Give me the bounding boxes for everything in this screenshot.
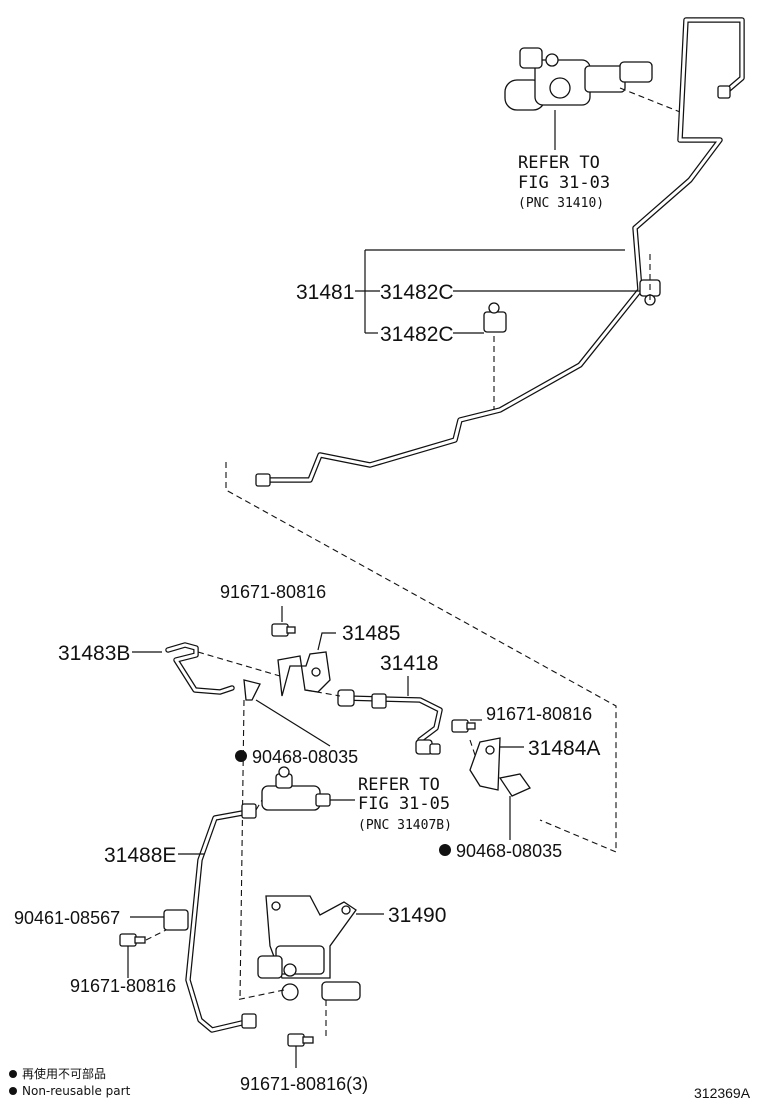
refer-fig-31-03: REFER TO FIG 31-03 (PNC 31410) xyxy=(518,153,610,211)
refer-line-2[interactable]: FIG 31-03 xyxy=(518,173,610,193)
label-91671-d[interactable]: 91671-80816(3) xyxy=(240,1074,368,1094)
bolt-91671-a xyxy=(271,623,296,637)
legend: 再使用不可部品 Non-reusable part xyxy=(9,1066,131,1098)
label-91671-b[interactable]: 91671-80816 xyxy=(486,704,592,724)
clip-90468-b xyxy=(498,773,531,797)
refer2-line-3: (PNC 31407B) xyxy=(358,818,452,833)
label-31485[interactable]: 31485 xyxy=(342,622,400,645)
label-90461[interactable]: 90461-08567 xyxy=(14,908,120,928)
label-31488e[interactable]: 31488E xyxy=(104,844,176,867)
label-31490[interactable]: 31490 xyxy=(388,904,446,927)
bolt-91671-c xyxy=(119,933,146,947)
refer2-line-1[interactable]: REFER TO xyxy=(358,775,440,795)
bolt-91671-b xyxy=(451,719,476,733)
master-cylinder xyxy=(504,47,653,111)
bracket-31484a xyxy=(469,737,501,791)
legend-jp: 再使用不可部品 xyxy=(22,1066,106,1081)
label-90468-b[interactable]: 90468-08035 xyxy=(456,841,562,861)
refer-line-3: (PNC 31410) xyxy=(518,196,604,211)
figure-code: 312369A xyxy=(694,1085,751,1101)
flexible-hose-31418 xyxy=(337,689,443,755)
label-31483b[interactable]: 31483B xyxy=(58,642,130,665)
label-31482c-lower[interactable]: 31482C xyxy=(380,323,454,346)
label-91671-c[interactable]: 91671-80816 xyxy=(70,976,176,996)
brake-tube-31488e xyxy=(185,803,257,1033)
brake-tube-31481 xyxy=(255,17,745,487)
refer-line-1[interactable]: REFER TO xyxy=(518,153,600,173)
legend-en: Non-reusable part xyxy=(22,1084,131,1098)
label-31418[interactable]: 31418 xyxy=(380,652,438,675)
bracket-31485 xyxy=(277,651,331,697)
label-91671-a[interactable]: 91671-80816 xyxy=(220,582,326,602)
bolt-91671-d xyxy=(287,1033,314,1047)
label-31484a[interactable]: 31484A xyxy=(528,737,600,760)
brake-hose-31483b xyxy=(165,642,235,695)
refer-fig-31-05: REFER TO FIG 31-05 (PNC 31407B) xyxy=(358,775,452,833)
clamp-31482c-lower xyxy=(483,302,507,333)
clamp-90461 xyxy=(163,909,189,931)
clip-90468-a xyxy=(243,679,261,701)
load-sensing-valve-31490 xyxy=(257,895,361,1001)
label-31481[interactable]: 31481 xyxy=(296,281,354,304)
clamp-31482c-upper xyxy=(639,279,661,306)
refer2-line-2[interactable]: FIG 31-05 xyxy=(358,794,450,814)
proportioning-valve xyxy=(261,766,331,811)
label-31482c-upper[interactable]: 31482C xyxy=(380,281,454,304)
label-90468-a[interactable]: 90468-08035 xyxy=(252,747,358,767)
